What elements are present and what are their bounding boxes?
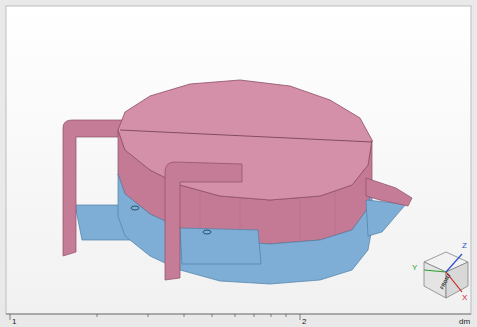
axis-label: X <box>462 294 467 302</box>
ruler <box>6 314 471 320</box>
view-cube <box>424 252 468 298</box>
axis-label: Y <box>412 264 417 272</box>
viewport <box>6 6 471 314</box>
hinge <box>366 178 412 206</box>
ruler-number: 2 <box>302 318 306 326</box>
axis-label: Z <box>462 242 467 250</box>
hinge <box>366 200 406 236</box>
bracket <box>63 120 122 256</box>
hole <box>203 230 211 234</box>
top-face <box>118 80 372 200</box>
base-plate <box>180 228 261 264</box>
bracket <box>165 162 242 280</box>
seam-line <box>120 130 372 142</box>
hole <box>131 206 139 210</box>
unit-label: dm <box>459 318 470 326</box>
ruler-number: 1 <box>12 318 16 326</box>
